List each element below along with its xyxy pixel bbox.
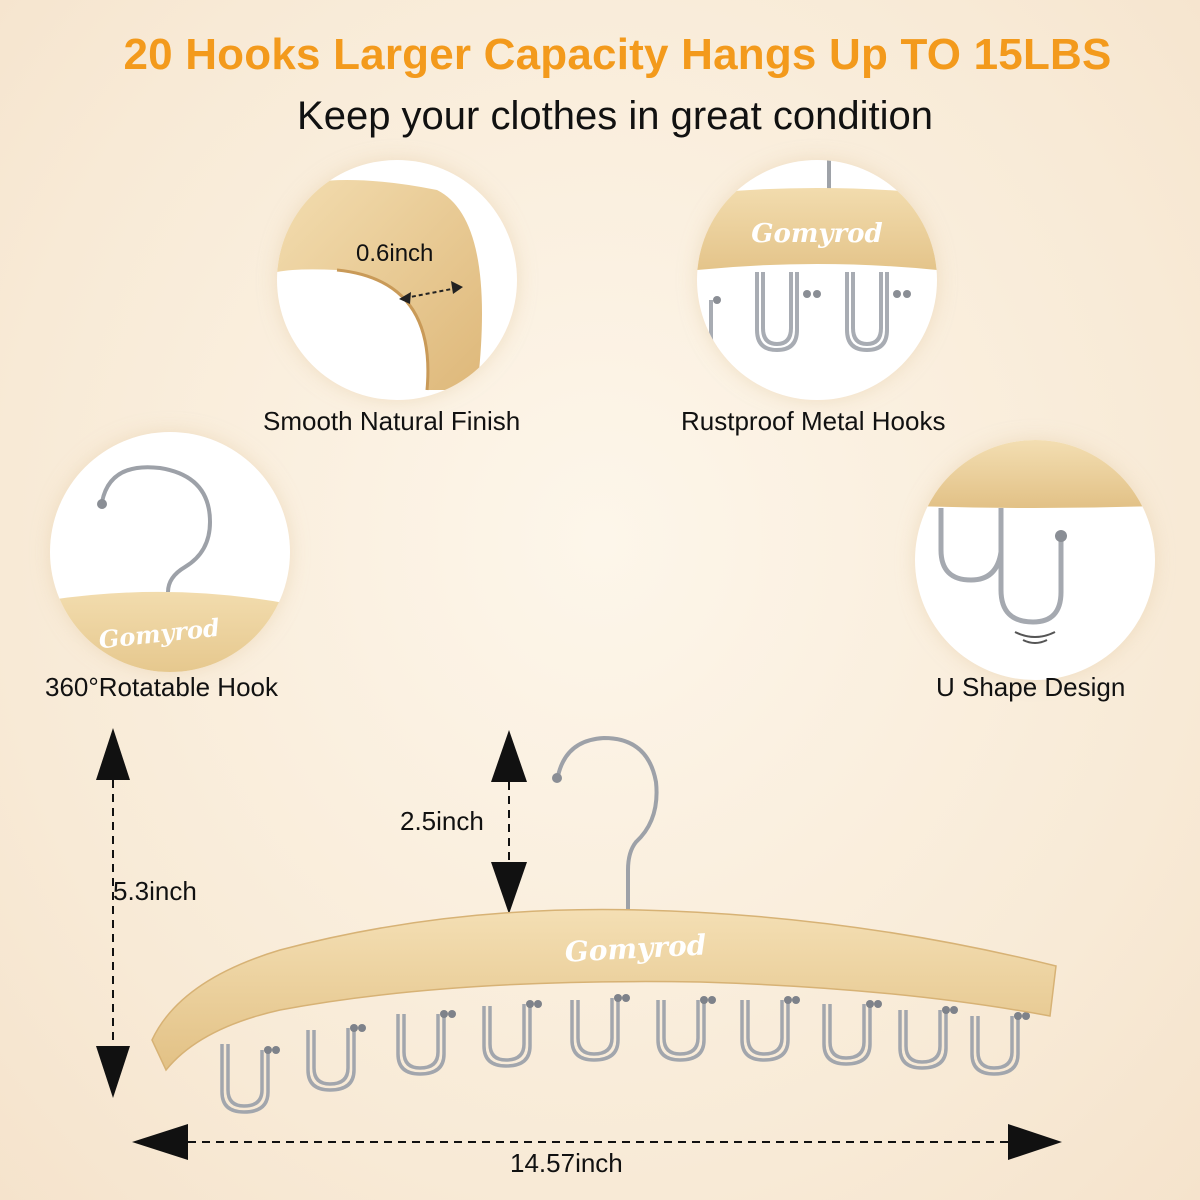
finish-caption: Smooth Natural Finish bbox=[263, 406, 521, 436]
headline: 20 Hooks Larger Capacity Hangs Up TO 15L… bbox=[123, 30, 1112, 79]
height-arrow bbox=[96, 728, 130, 1098]
hook-height-label: 2.5inch bbox=[400, 806, 484, 836]
rotatable-detail-image: Gomyrod bbox=[50, 432, 290, 672]
subheadline: Keep your clothes in great condition bbox=[297, 94, 933, 138]
wooden-bar bbox=[151, 908, 1057, 1072]
height-label: 5.3inch bbox=[113, 876, 197, 906]
hooks-caption: Rustproof Metal Hooks bbox=[681, 406, 946, 436]
rotatable-caption: 360°Rotatable Hook bbox=[45, 672, 278, 702]
ushape-caption: U Shape Design bbox=[936, 672, 1126, 702]
hooks-brand-logo: Gomyrod bbox=[751, 219, 882, 249]
width-arrow bbox=[132, 1124, 1062, 1160]
u-hooks bbox=[220, 998, 1020, 1114]
hook-height-arrow bbox=[491, 730, 527, 914]
hook-tips bbox=[264, 994, 1030, 1054]
main-brand-logo: Gomyrod bbox=[564, 928, 707, 968]
finish-detail-image bbox=[277, 160, 517, 400]
ushape-detail-image bbox=[915, 440, 1155, 680]
thickness-label: 0.6inch bbox=[356, 240, 434, 267]
width-label: 14.57inch bbox=[510, 1148, 623, 1178]
hooks-detail-image: Gomyrod bbox=[697, 160, 937, 400]
swivel-hook bbox=[552, 735, 659, 912]
